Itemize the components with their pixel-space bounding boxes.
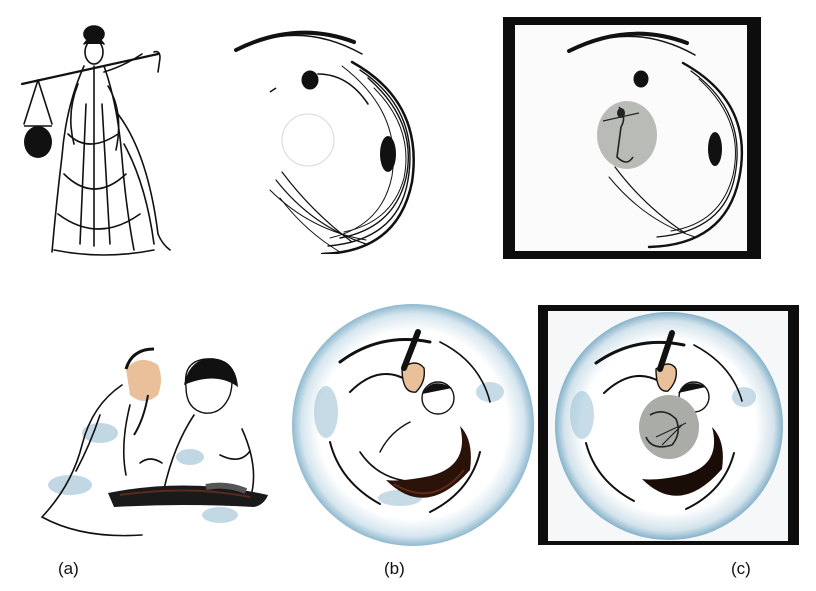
figure-panel-a-row1-woman-drawing — [8, 14, 176, 260]
figure-panel-c-row1-projection-photo — [503, 17, 761, 259]
woman-anamorphic-ring-image — [234, 30, 415, 254]
caption-b: (b) — [384, 559, 405, 578]
woman-projection-photo — [515, 25, 747, 251]
elder-child-ink-illustration — [40, 347, 268, 537]
elder-child-projection-photo — [548, 311, 788, 541]
caption-a: (a) — [58, 559, 79, 578]
woman-ink-illustration — [20, 25, 171, 256]
figure-panel-a-row2-elder-child-drawing — [30, 345, 268, 541]
figure-panel-b-row1-anamorphic-ring — [222, 22, 442, 254]
caption-c: (c) — [731, 559, 751, 578]
figure-panel-b-row2-anamorphic-disk — [290, 302, 536, 548]
figure-panel-c-row2-projection-photo — [538, 305, 799, 545]
elder-child-anamorphic-disk-image — [292, 304, 534, 546]
